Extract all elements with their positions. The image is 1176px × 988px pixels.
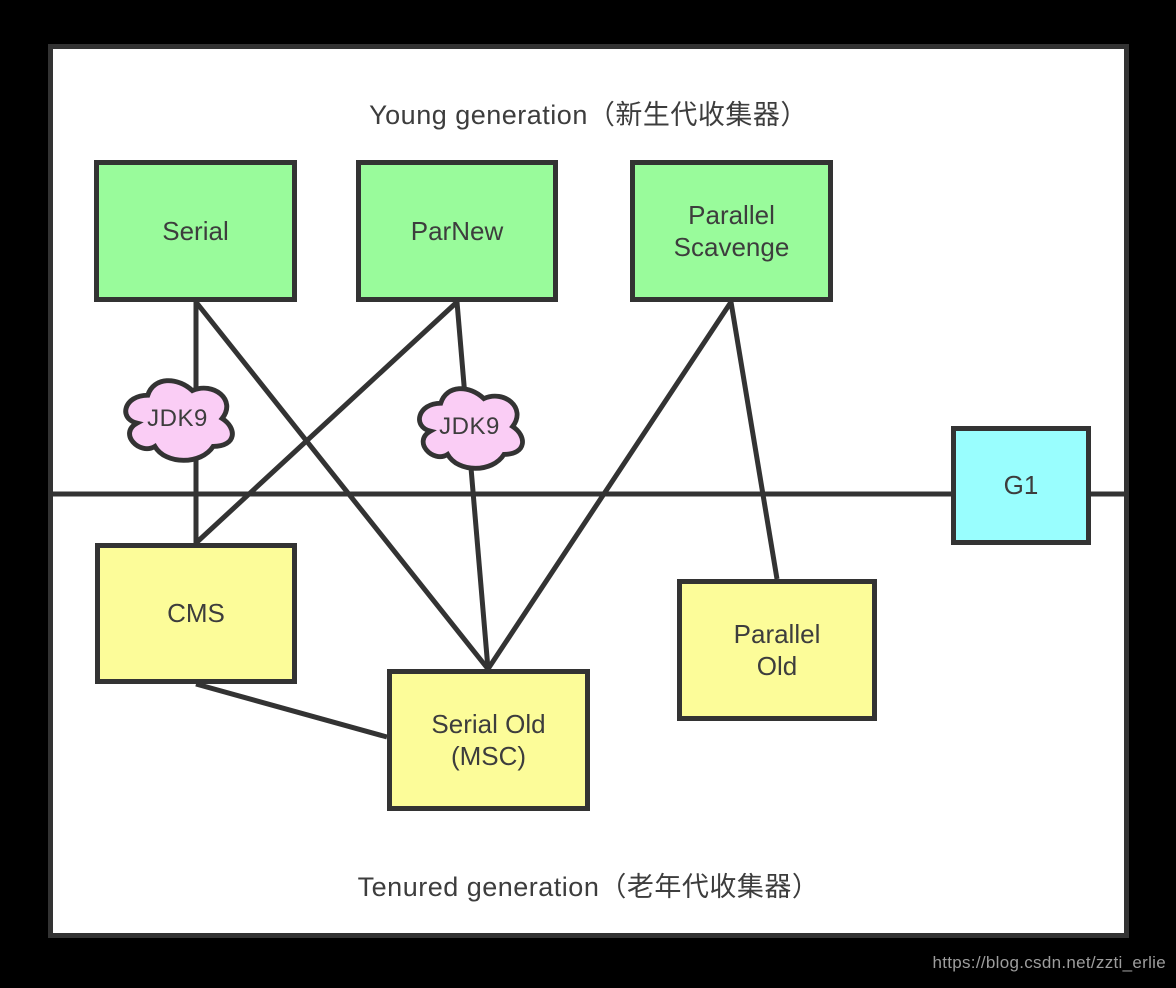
tenured-generation-title: Tenured generation（老年代收集器） [357,872,820,902]
node-parallel-scavenge: Parallel Scavenge [630,160,833,302]
cloud-icon [417,386,525,471]
edge-parallel-scavenge-parallel-old [728,301,780,580]
node-cms: CMS [95,543,297,684]
cloud-label: JDK9 [147,404,208,432]
cloud-icon [123,378,235,463]
edge-parallel-scavenge-serial-old [485,300,734,671]
watermark-url: https://blog.csdn.net/zzti_erlie [932,953,1166,972]
young-generation-title: Young generation（新生代收集器） [369,100,808,130]
edge-parnew-cms [194,300,459,545]
node-parallel-old: Parallel Old [677,579,877,721]
cloud-label: JDK9 [439,412,500,440]
edges-layer [53,300,1124,740]
edge-serial-serial-old [194,300,490,671]
node-serial-old: Serial Old (MSC) [387,669,590,811]
edge-parnew-serial-old [454,301,491,670]
node-g1: G1 [951,426,1091,545]
node-parnew: ParNew [356,160,558,302]
edge-cms-serial-old [195,681,388,740]
jdk9-cloud-parnew-serial-old: JDK9 [412,380,527,473]
diagram-panel: Young generation（新生代收集器） Serial ParNew P… [48,44,1129,938]
jdk9-cloud-serial-cms: JDK9 [118,372,237,465]
node-serial: Serial [94,160,297,302]
